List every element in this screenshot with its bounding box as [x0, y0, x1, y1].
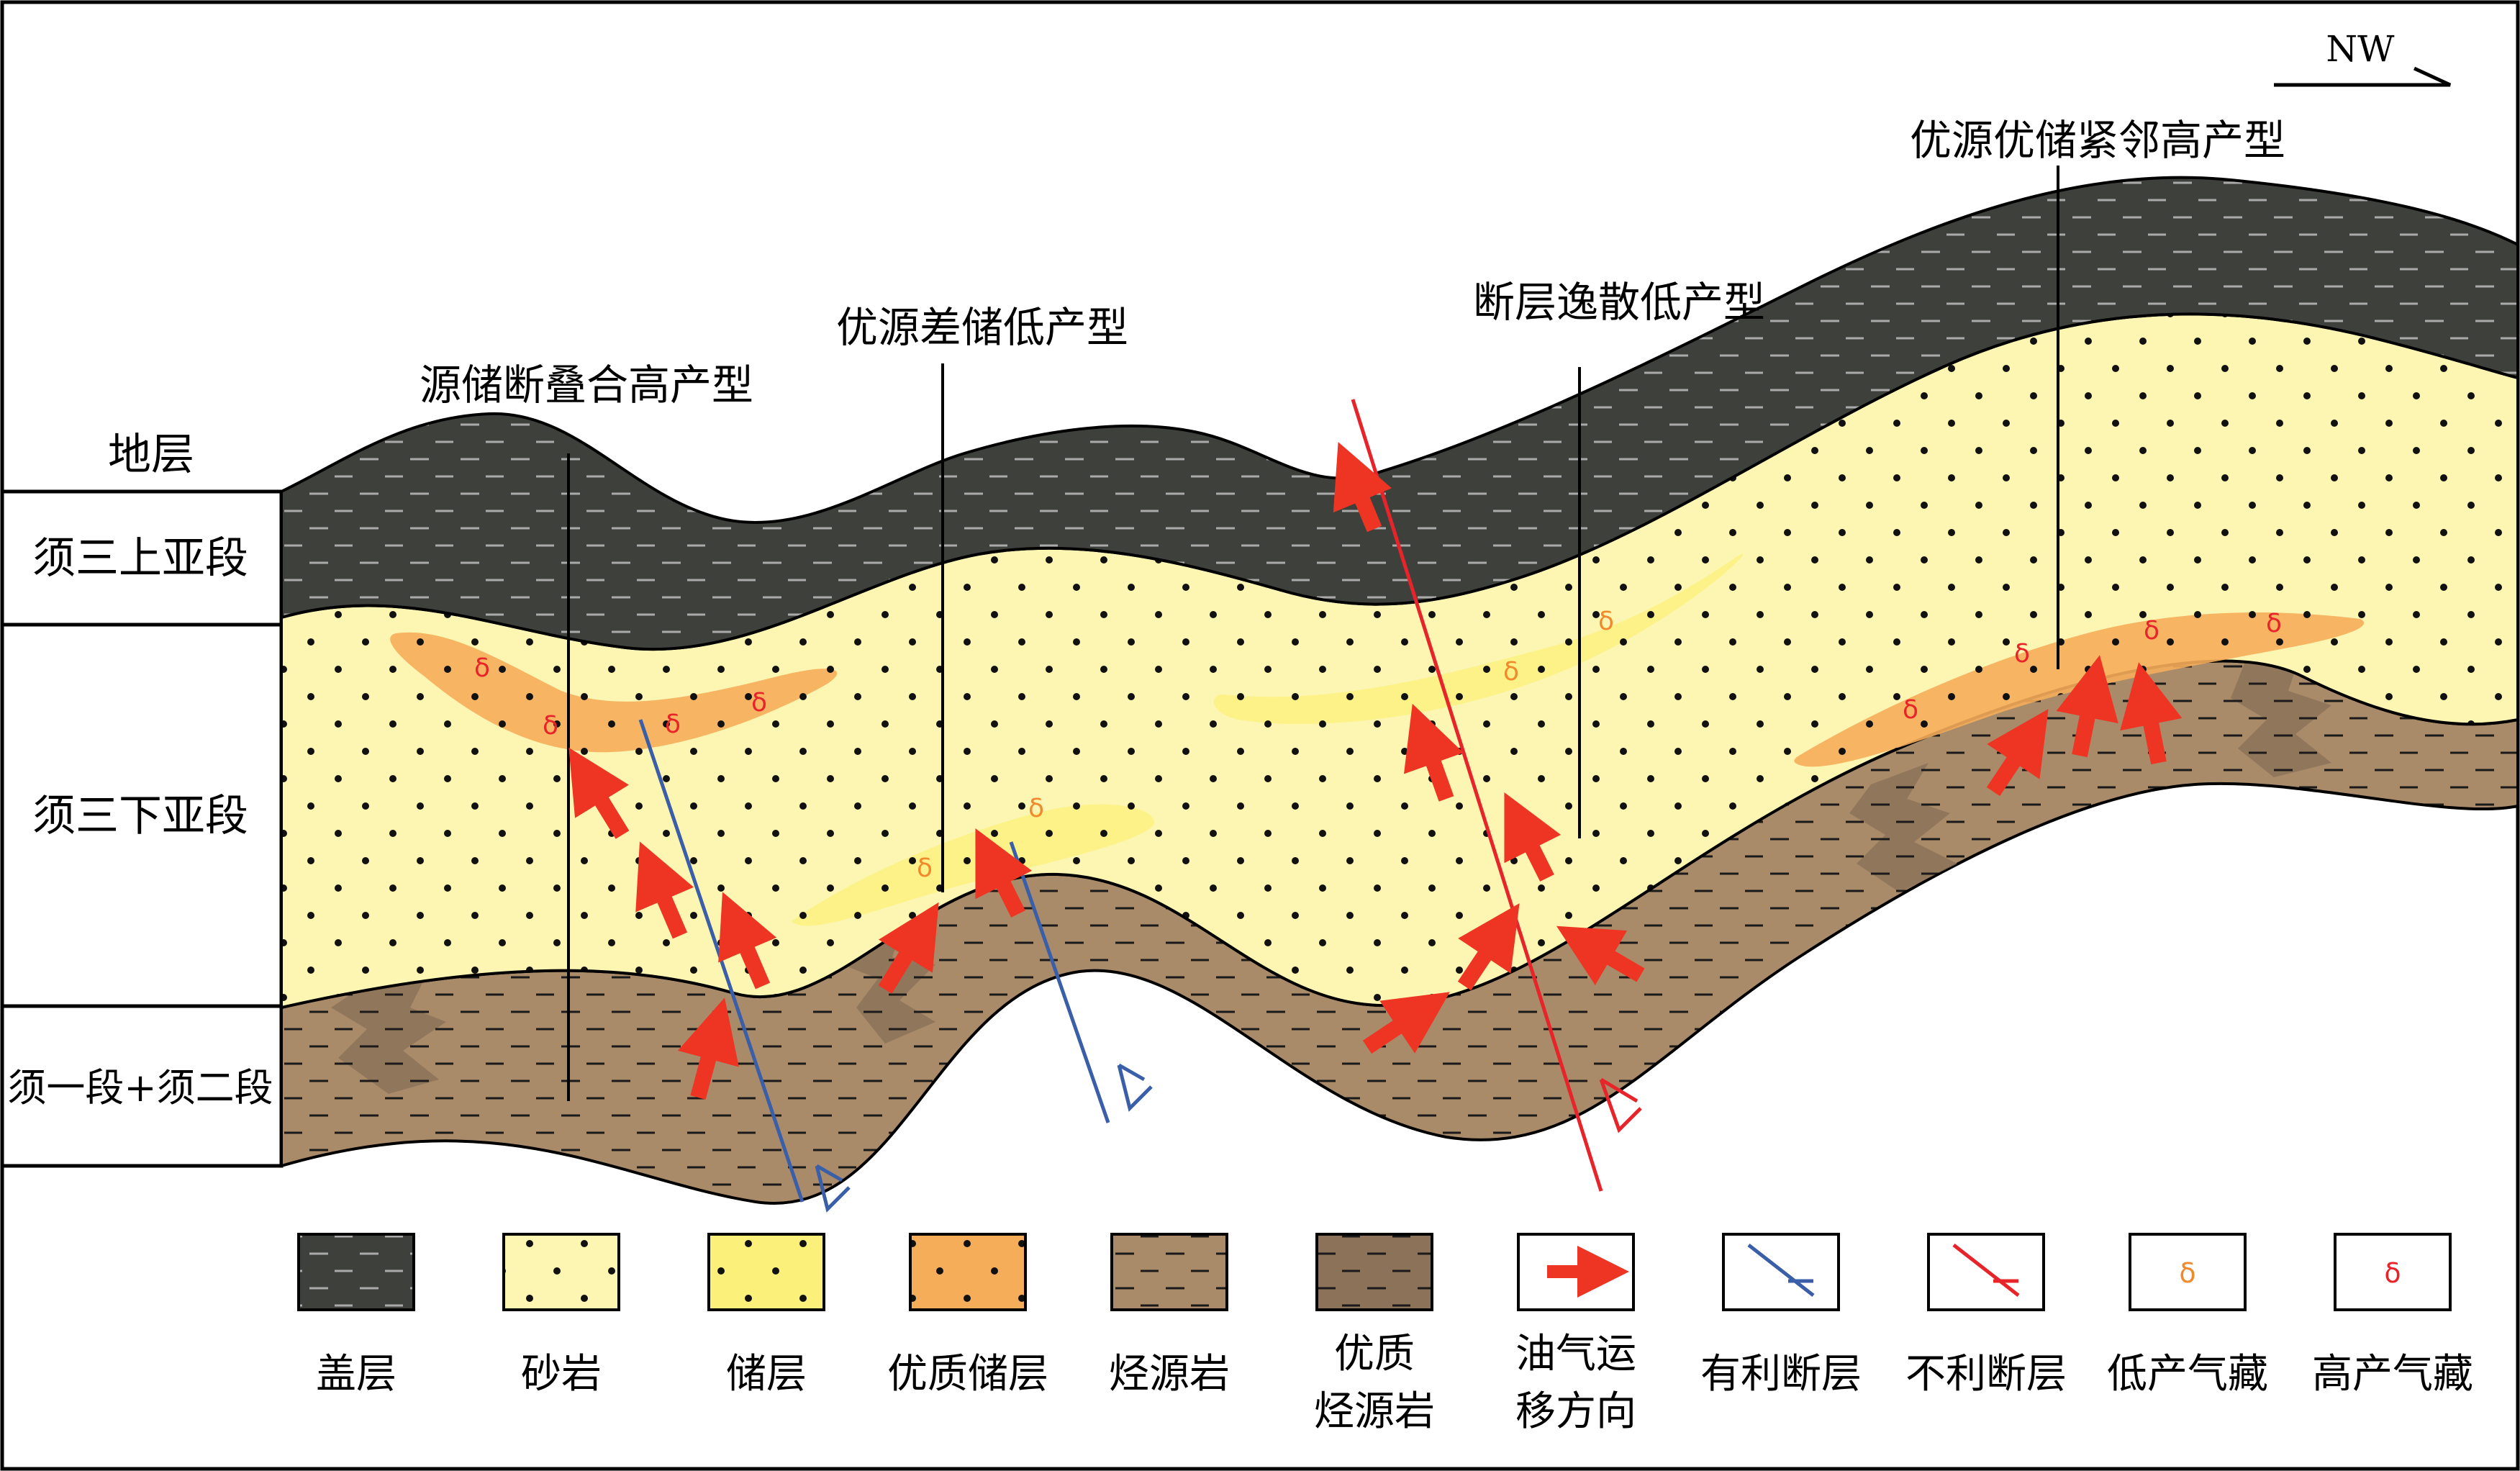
migration-arrow — [1362, 992, 1450, 1054]
migration-arrow — [1504, 792, 1562, 882]
quality-source-rock-patch-1 — [331, 964, 446, 1094]
migration-arrow — [1403, 703, 1464, 802]
direction-arrow-icon — [2274, 66, 2452, 87]
high-gas-icon: δ — [2384, 1257, 2401, 1289]
high-gas-icon: δ — [2266, 609, 2282, 638]
legend-swatch-caprock — [297, 1233, 415, 1311]
direction-indicator: NW — [2274, 28, 2452, 87]
legend-label-source-rock: 烃源岩 — [1109, 1351, 1230, 1398]
migration-arrows — [568, 442, 2183, 1100]
model-label-1: 源储断叠合高产型 — [420, 361, 753, 409]
low-gas-icon: δ — [1503, 657, 1519, 687]
strata-column: 地层 须三上亚段 须三下亚段 须一段+须二段 — [0, 430, 284, 1168]
low-gas-icon: δ — [1028, 794, 1044, 823]
high-gas-icon: δ — [665, 710, 681, 739]
legend: δ δ 盖层 砂岩 储层 优质储层 烃源岩 优质 烃源岩 油气运 移方向 有利断… — [297, 1233, 2473, 1435]
quality-reservoir-lens-1 — [390, 632, 838, 753]
high-gas-icon: δ — [1903, 695, 1918, 725]
strata-header: 地层 — [108, 430, 194, 480]
legend-swatch-reservoir — [707, 1233, 825, 1311]
strata-label-upper: 须三上亚段 — [32, 533, 248, 584]
fault-slip-icon — [815, 1164, 851, 1213]
migration-arrow — [975, 828, 1033, 918]
high-gas-icon: δ — [751, 688, 767, 718]
quality-source-rock-patch-3 — [1849, 763, 1957, 892]
legend-swatch-low-gas — [2129, 1233, 2247, 1311]
layers — [280, 176, 2519, 1205]
favorable-fault-icon — [1747, 1244, 1815, 1297]
migration-arrow — [677, 997, 739, 1100]
model-label-4: 优源优储紧邻高产型 — [1910, 116, 2285, 165]
strata-box-middle — [0, 623, 284, 1008]
legend-label-favorable-fault: 有利断层 — [1700, 1351, 1862, 1398]
migration-arrow — [635, 841, 694, 939]
legend-label-caprock: 盖层 — [316, 1351, 396, 1398]
model-pointers — [567, 166, 2059, 1101]
migration-arrow — [1333, 442, 1392, 533]
legend-swatch-quality-source-rock — [1315, 1233, 1433, 1311]
fault-slip-icon — [1599, 1077, 1642, 1133]
migration-arrow — [2056, 655, 2118, 758]
legend-swatch-quality-reservoir — [909, 1233, 1027, 1311]
strata-label-middle: 须三下亚段 — [32, 791, 248, 841]
reservoir-lens-1 — [792, 804, 1154, 926]
legend-label-reservoir: 储层 — [726, 1351, 807, 1398]
legend-label-quality-source-rock-1: 优质 — [1334, 1331, 1415, 1377]
legend-swatch-sandstone — [502, 1233, 620, 1311]
legend-label-low-gas: 低产气藏 — [2107, 1351, 2268, 1398]
legend-swatch-source-rock — [1110, 1233, 1228, 1311]
migration-arrow — [1556, 925, 1645, 986]
model-label-2: 优源差储低产型 — [836, 303, 1128, 352]
legend-label-high-gas: 高产气藏 — [2312, 1351, 2473, 1398]
legend-label-quality-reservoir: 优质储层 — [887, 1351, 1048, 1398]
migration-arrow — [2120, 662, 2183, 765]
legend-label-migration-1: 油气运 — [1515, 1331, 1636, 1377]
legend-label-migration-2: 移方向 — [1515, 1388, 1636, 1435]
low-gas-icon: δ — [2179, 1257, 2195, 1289]
high-gas-icon: δ — [2144, 616, 2159, 646]
low-gas-icon: δ — [1598, 607, 1614, 636]
model-label-3: 断层逸散低产型 — [1473, 278, 1765, 327]
unfavorable-fault — [1351, 399, 1603, 1192]
model-labels: 源储断叠合高产型 优源差储低产型 断层逸散低产型 优源优储紧邻高产型 — [420, 116, 2285, 409]
fault-slip-icon — [1117, 1063, 1153, 1112]
strata-label-lower: 须一段+须二段 — [7, 1065, 273, 1110]
reservoir-lens-2 — [1213, 553, 1744, 725]
migration-arrow — [568, 747, 630, 839]
migration-arrow — [718, 892, 777, 990]
legend-label-unfavorable-fault: 不利断层 — [1905, 1351, 2067, 1398]
gas-symbols: δ δ δ δ δ δ δ δ δ δ δ δ — [474, 607, 2282, 883]
legend-label-quality-source-rock-2: 烃源岩 — [1314, 1388, 1435, 1435]
high-gas-icon: δ — [2014, 639, 2030, 669]
migration-arrow — [1457, 903, 1520, 991]
high-gas-icon: δ — [543, 711, 558, 741]
migration-arrow — [1986, 709, 2049, 797]
unfavorable-fault-icon — [1952, 1244, 2020, 1297]
migration-arrow — [878, 902, 939, 994]
legend-swatch-high-gas — [2334, 1233, 2452, 1311]
high-gas-icon: δ — [474, 653, 490, 683]
direction-label: NW — [2326, 28, 2395, 70]
quality-source-rock-patch-4 — [2231, 648, 2331, 777]
caprock-layer — [280, 176, 2519, 651]
low-gas-icon: δ — [917, 854, 933, 883]
legend-label-sandstone: 砂岩 — [521, 1351, 602, 1398]
